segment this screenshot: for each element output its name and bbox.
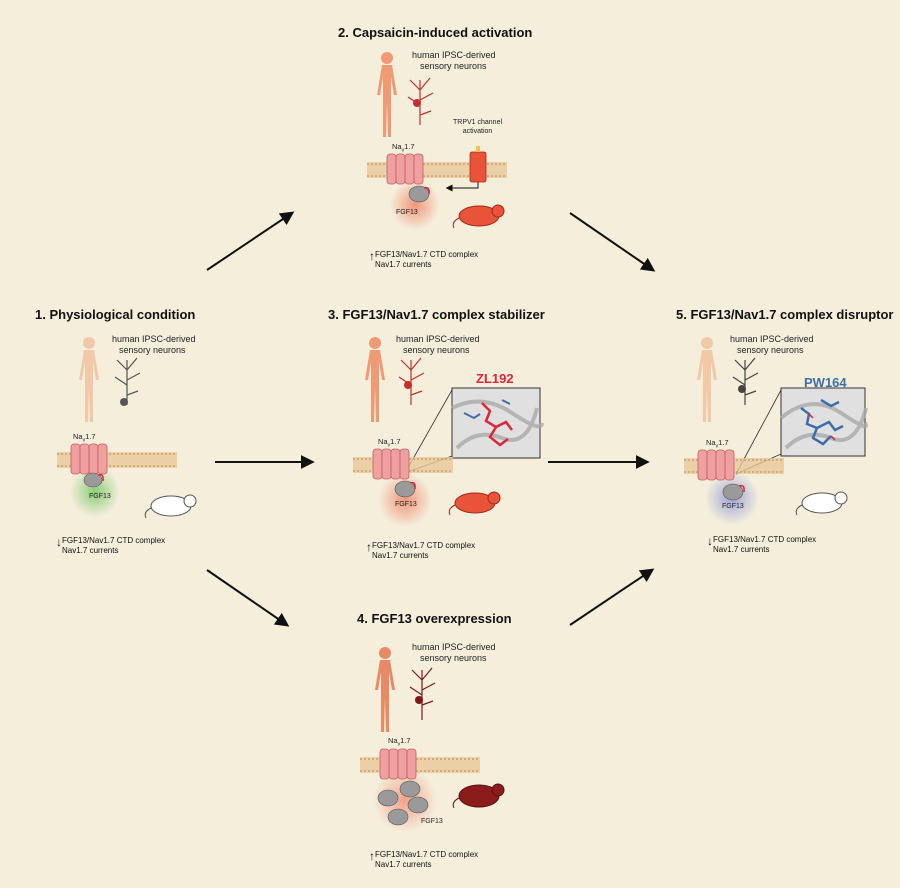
membrane-channel xyxy=(57,443,177,517)
compound-label: PW164 xyxy=(804,375,847,390)
arrow-4-to-5 xyxy=(569,568,655,626)
nav17-label: Nav1.7 xyxy=(392,142,415,154)
human-body-icon xyxy=(375,647,395,732)
neurons-label-line1: human IPSC-derived xyxy=(412,50,496,60)
arrow-1-to-4 xyxy=(206,569,290,627)
mouse-icon xyxy=(448,491,501,516)
neuron-icon xyxy=(407,77,434,125)
human-body-icon xyxy=(377,52,397,137)
fgf13-label: FGF13 xyxy=(421,818,443,825)
panel-title: 5. FGF13/Nav1.7 complex disruptor xyxy=(676,307,894,322)
fgf13-label: FGF13 xyxy=(89,493,111,500)
nav17-label: Nav1.7 xyxy=(73,432,96,444)
nav17-label: Nav1.7 xyxy=(378,437,401,449)
fgf13-label: FGF13 xyxy=(722,503,744,510)
human-body-icon xyxy=(79,337,99,422)
mouse-icon xyxy=(795,491,848,516)
nav17-label: Nav1.7 xyxy=(388,736,411,748)
neuron-icon xyxy=(114,357,141,406)
panel-title: 3. FGF13/Nav1.7 complex stabilizer xyxy=(328,307,545,322)
panel-title: 1. Physiological condition xyxy=(35,307,196,322)
panel-title: 2. Capsaicin-induced activation xyxy=(338,25,533,40)
neurons-label-line1: human IPSC-derived xyxy=(396,334,480,344)
mouse-icon xyxy=(144,494,197,519)
neurons-label-line2: sensory neurons xyxy=(420,653,487,663)
nav17-label: Nav1.7 xyxy=(706,438,729,450)
fgf13-label: FGF13 xyxy=(395,501,417,508)
fgf13-label: FGF13 xyxy=(396,209,418,216)
compound-structure xyxy=(451,387,544,459)
arrow-1-to-2 xyxy=(206,211,295,271)
mouse-icon xyxy=(452,783,505,809)
neurons-label-line1: human IPSC-derived xyxy=(412,642,496,652)
human-body-icon xyxy=(697,337,717,422)
neurons-label-line2: sensory neurons xyxy=(119,345,186,355)
human-body-icon xyxy=(365,337,385,422)
neurons-label-line1: human IPSC-derived xyxy=(730,334,814,344)
compound-structure xyxy=(779,387,868,457)
mouse-icon xyxy=(452,204,505,229)
compound-label: ZL192 xyxy=(476,371,514,386)
neuron-icon xyxy=(732,357,759,405)
neuron-icon xyxy=(398,357,425,405)
neurons-label-line1: human IPSC-derived xyxy=(112,334,196,344)
membrane-channel xyxy=(367,146,507,230)
neurons-label-line2: sensory neurons xyxy=(403,345,470,355)
membrane-channel xyxy=(360,748,480,832)
membrane-channel xyxy=(684,449,784,525)
arrow-2-to-5 xyxy=(569,212,656,272)
panel-title: 4. FGF13 overexpression xyxy=(357,611,512,626)
membrane-channel xyxy=(353,448,453,527)
neurons-label-line2: sensory neurons xyxy=(420,61,487,71)
neuron-icon xyxy=(409,667,436,720)
neurons-label-line2: sensory neurons xyxy=(737,345,804,355)
